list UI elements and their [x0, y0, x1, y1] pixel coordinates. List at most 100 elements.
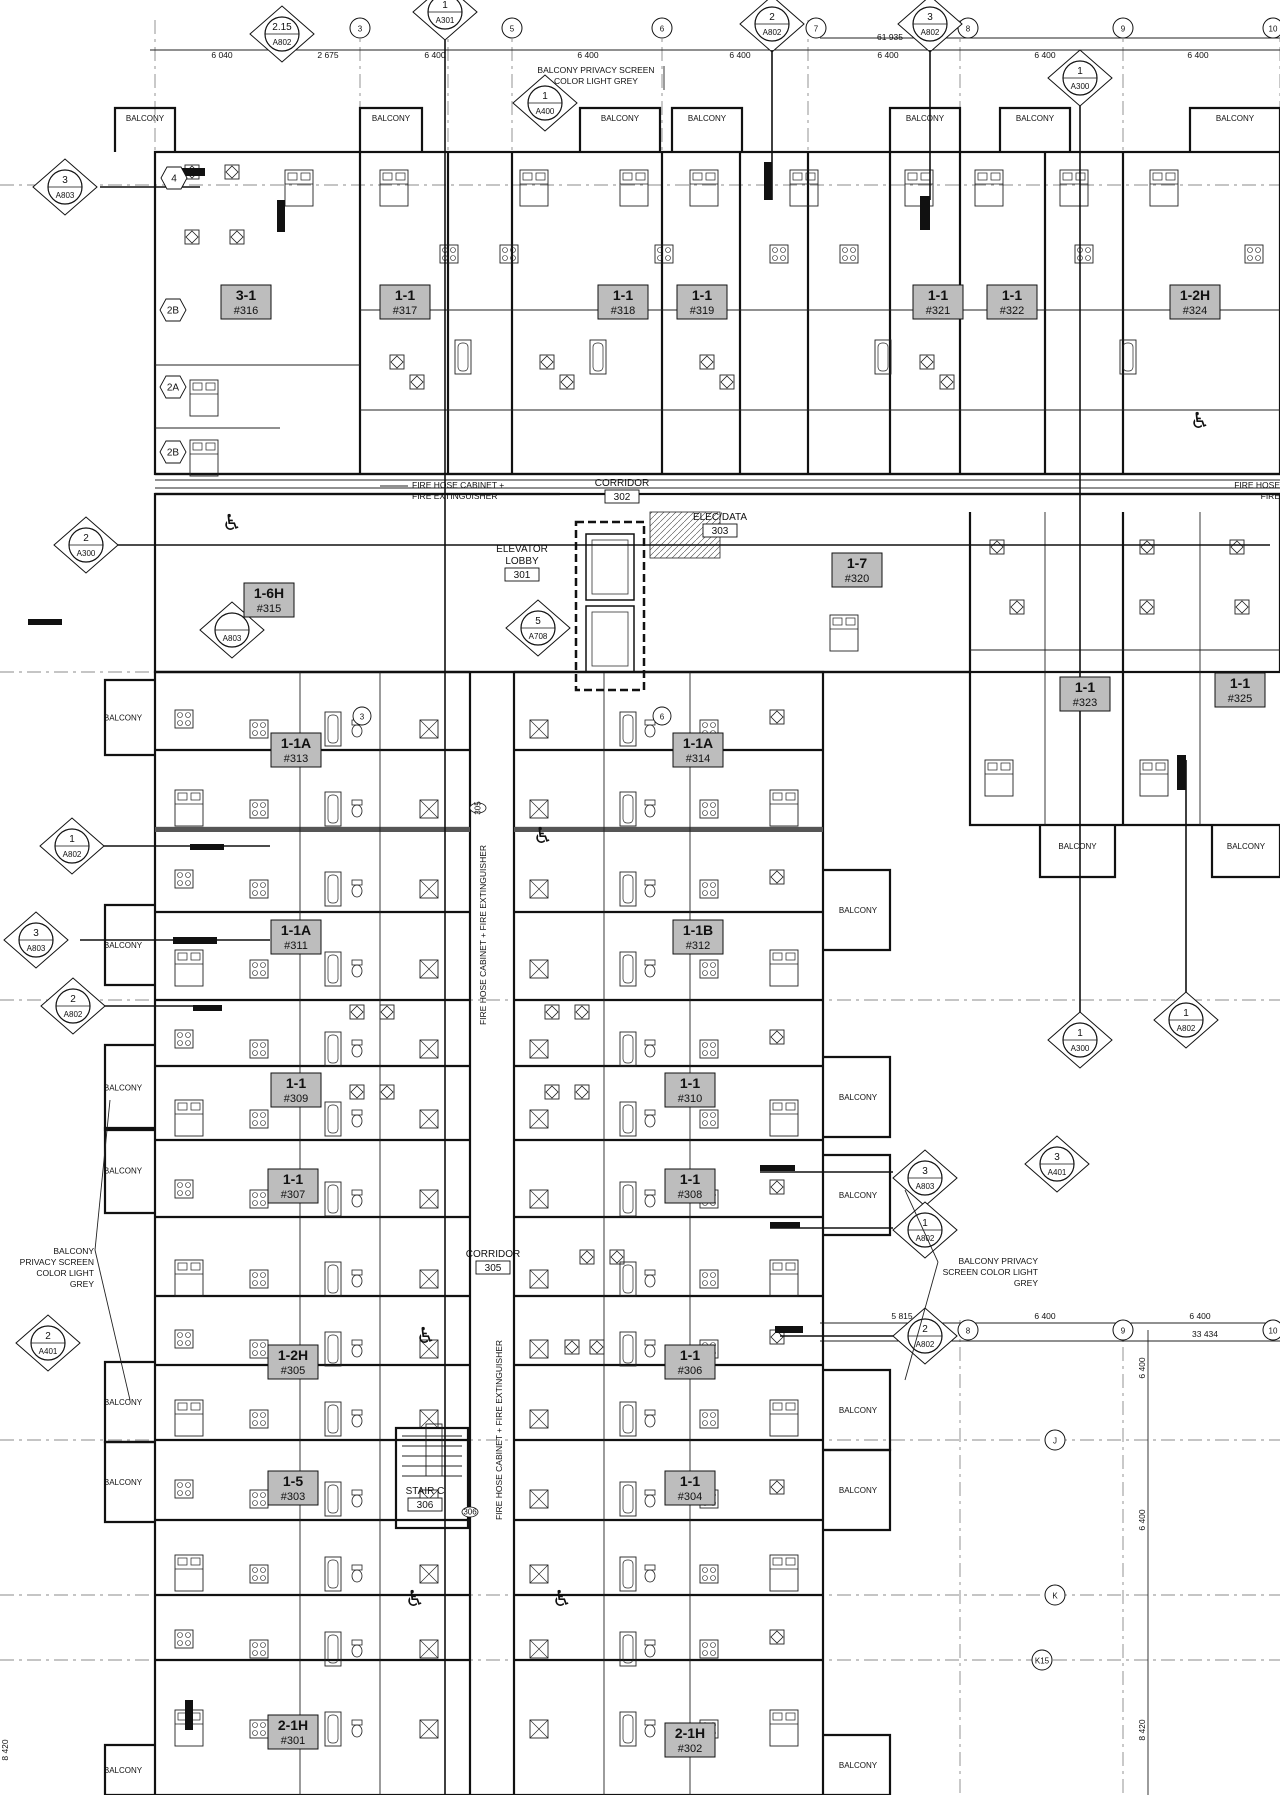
unit-tag: 1-1#310 [664, 1072, 716, 1108]
kitchen-counter [699, 1039, 719, 1059]
dimension-label: 2 675 [317, 50, 339, 60]
unit-tag-box [379, 284, 431, 320]
unit-tag-box [664, 1168, 716, 1204]
grid-bubble-label: 3 [358, 25, 363, 34]
section-marker-sheet: A803 [916, 1182, 935, 1191]
balcony-rail [823, 1055, 892, 1139]
balcony-rail [358, 106, 424, 152]
grid-bubble: J [1044, 1429, 1066, 1451]
unit-number: #312 [686, 940, 710, 952]
unit-number: #315 [257, 603, 281, 615]
section-marker-sheet: A400 [536, 107, 555, 116]
bedroom-tag-label: 2A [167, 383, 180, 394]
section-marker-sheet: A300 [1071, 1044, 1090, 1053]
section-marker-number: 1 [69, 834, 75, 845]
unit-tag: 1-1B #312 [672, 919, 724, 955]
balcony-label: BALCONY [1058, 842, 1097, 851]
unit-tag-box [676, 284, 728, 320]
toilet [351, 959, 363, 978]
kitchen-counter [174, 1629, 194, 1649]
washer [419, 1109, 439, 1129]
armchair [389, 354, 405, 370]
kitchen-counter [699, 1269, 719, 1289]
unit-type: 1-1A [683, 735, 713, 751]
balcony-rail [1038, 825, 1117, 879]
section-marker-number: 2 [45, 1331, 51, 1342]
bedroom-tag: 2B [159, 298, 187, 322]
washer [419, 1269, 439, 1289]
balcony: BALCONY [103, 1126, 155, 1215]
unit-tag: 1-1#308 [664, 1168, 716, 1204]
unit-number: #302 [678, 1743, 702, 1755]
balcony-rail [103, 1743, 155, 1795]
bed [174, 1259, 204, 1297]
balcony: BALCONY [578, 106, 662, 152]
grid-bubble: 9 [1112, 17, 1134, 39]
armchair [544, 1084, 560, 1100]
balcony: BALCONY [1038, 825, 1117, 879]
unit-tag: 1-1#325 [1214, 672, 1266, 708]
armchair [939, 374, 955, 390]
balcony-rail [103, 1126, 155, 1215]
elevator-lobby-label-number: 301 [514, 570, 531, 581]
unit-tag-box [664, 1722, 716, 1758]
unit-number: #317 [393, 305, 417, 317]
unit-type: 1-1B [683, 922, 713, 938]
balcony-rail [670, 106, 744, 152]
unit-number: #319 [690, 305, 714, 317]
unit-tag: 1-1#321 [912, 284, 964, 320]
unit-tag-box [597, 284, 649, 320]
kitchen-counter [174, 869, 194, 889]
balcony-rail [823, 1733, 892, 1795]
washer [419, 1719, 439, 1739]
balcony: BALCONY [823, 1153, 892, 1237]
washer [419, 799, 439, 819]
bedroom-tag-hex [159, 375, 187, 399]
section-marker-number: 2.15 [272, 22, 292, 33]
washer [529, 1564, 549, 1584]
toilet [644, 959, 656, 978]
unit-number: #320 [845, 573, 869, 585]
toilet [351, 1269, 363, 1288]
kitchen-counter [699, 1409, 719, 1429]
bed [1139, 759, 1169, 797]
washer [529, 959, 549, 979]
section-marker-number: 3 [62, 175, 68, 186]
bathtub [619, 1331, 637, 1367]
section-marker-number: 1 [442, 0, 448, 11]
washer [529, 1339, 549, 1359]
furniture [174, 164, 1264, 1747]
unit-number: #325 [1228, 693, 1252, 705]
dimension-label: 6 400 [729, 50, 751, 60]
unit-tag: 1-1A#311 [270, 919, 322, 955]
bathtub [324, 951, 342, 987]
corridor-label-number: 302 [614, 492, 631, 503]
unit-tag-box [672, 732, 724, 768]
column-tag-label: 3 [360, 713, 365, 722]
bathtub [619, 871, 637, 907]
grid-bubble-circle [1262, 17, 1280, 39]
unit-tag-box [912, 284, 964, 320]
grid-bubble-label: 10 [1269, 25, 1278, 34]
unit-tag-box [220, 284, 272, 320]
unit-tag: 3-1#316 [220, 284, 272, 320]
kitchen-counter [174, 1179, 194, 1199]
toilet [644, 1639, 656, 1658]
grid-bubble: K15 [1031, 1649, 1053, 1671]
section-cut-tick [180, 168, 205, 176]
section-cut-tick [173, 937, 217, 944]
kitchen-counter [1244, 244, 1264, 264]
unit-tag: 1-1#318 [597, 284, 649, 320]
toilet [351, 1719, 363, 1738]
unit-number: #324 [1183, 305, 1207, 317]
balcony-label: BALCONY [839, 1761, 878, 1770]
section-marker-sheet: A802 [921, 28, 940, 37]
unit-tag-box [672, 919, 724, 955]
balcony-label: BALCONY [839, 906, 878, 915]
unit-number: #321 [926, 305, 950, 317]
bathtub [324, 1711, 342, 1747]
